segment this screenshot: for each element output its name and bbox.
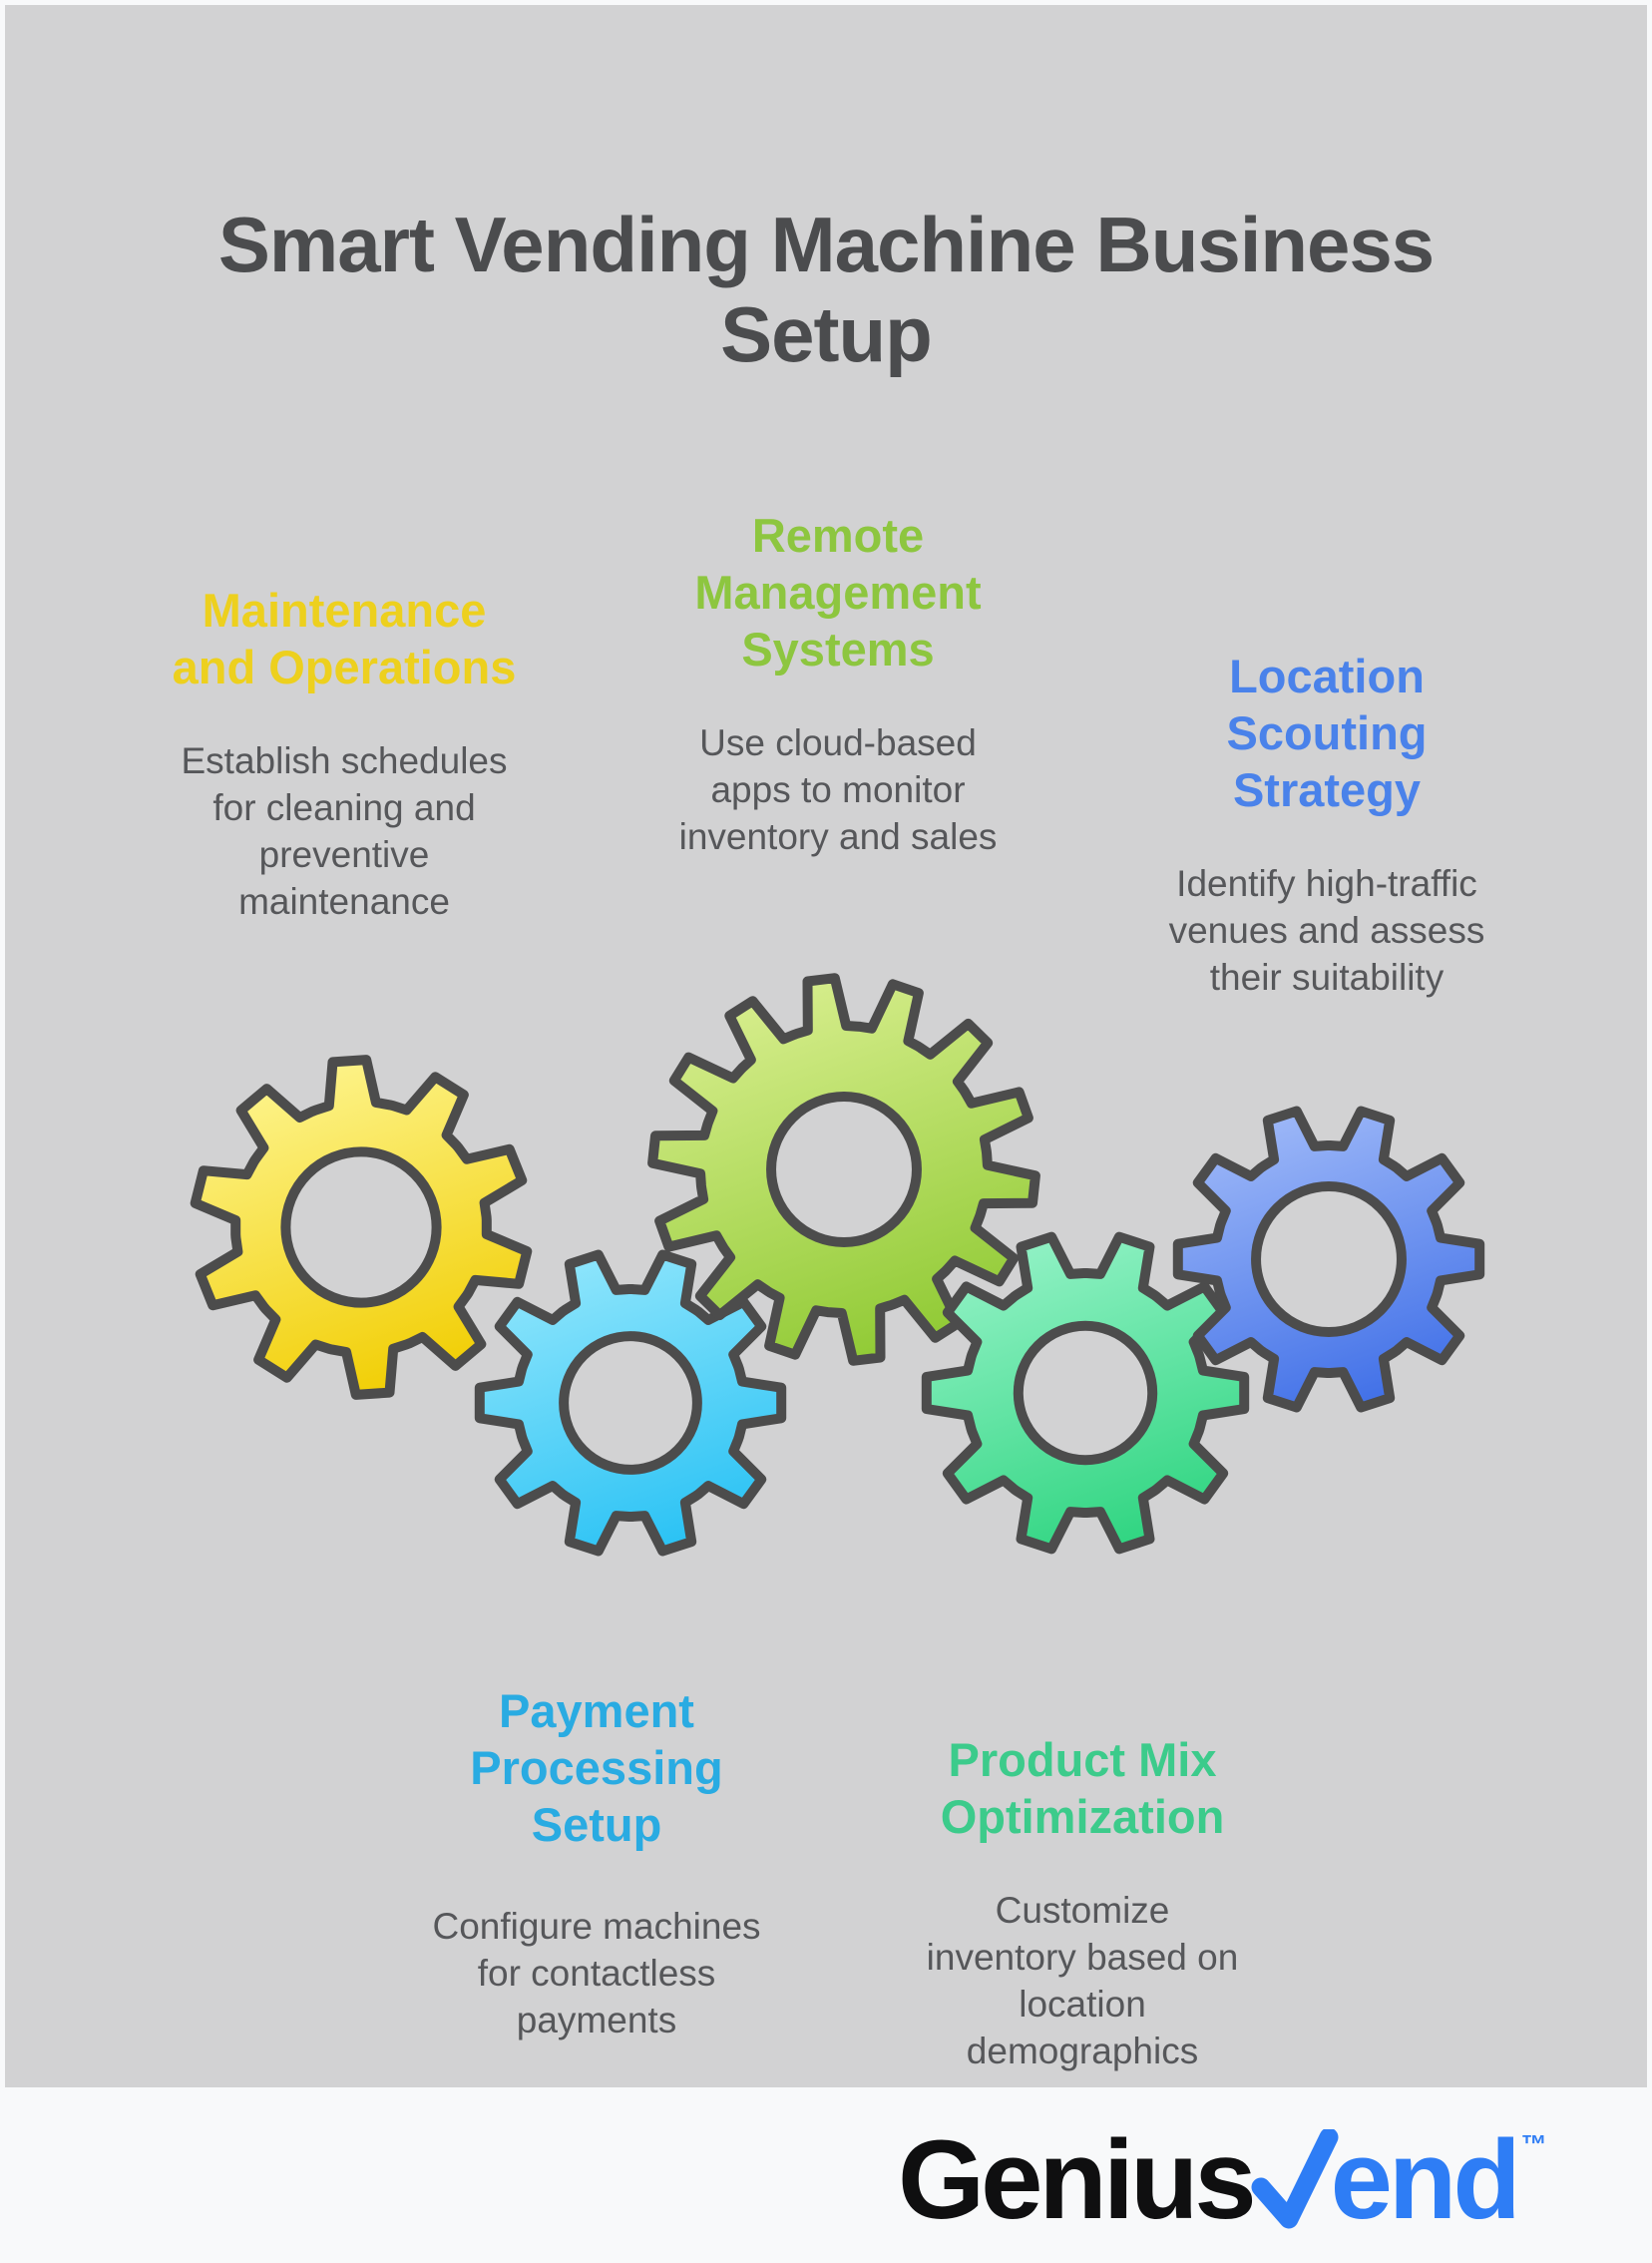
- body-line: demographics: [966, 2031, 1199, 2071]
- body-line: Configure machines: [432, 1906, 761, 1947]
- section-maintenance-and-operations: Maintenance and Operations Establish sch…: [95, 582, 594, 925]
- gear-cyan: [474, 1249, 787, 1557]
- body-line: payments: [516, 2000, 677, 2040]
- body-line: Establish schedules: [181, 740, 508, 781]
- body-line: Identify high-traffic: [1176, 863, 1477, 904]
- product-body: Customize inventory based on location de…: [833, 1887, 1332, 2074]
- gear-green: [647, 973, 1040, 1366]
- heading-line: Setup: [531, 1798, 662, 1851]
- body-line: maintenance: [238, 881, 450, 922]
- logo-genius-text: Genius: [898, 2117, 1257, 2242]
- heading-line: Location: [1229, 650, 1425, 702]
- section-payment-processing-setup: Payment Processing Setup Configure machi…: [347, 1682, 846, 2043]
- maintenance-heading: Maintenance and Operations: [95, 582, 594, 695]
- remote-body: Use cloud-based apps to monitor inventor…: [589, 719, 1087, 860]
- location-heading: Location Scouting Strategy: [1077, 648, 1576, 818]
- heading-line: Optimization: [940, 1790, 1225, 1843]
- maintenance-body: Establish schedules for cleaning and pre…: [95, 737, 594, 925]
- body-line: venues and assess: [1168, 910, 1485, 951]
- payment-body: Configure machines for contactless payme…: [347, 1903, 846, 2043]
- heading-line: Strategy: [1232, 763, 1422, 816]
- body-line: location: [1019, 1984, 1146, 2025]
- location-body: Identify high-traffic venues and assess …: [1077, 860, 1576, 1001]
- logo-trademark: ™: [1520, 2129, 1547, 2159]
- heading-line: Remote: [751, 509, 925, 562]
- heading-line: Management: [694, 566, 982, 619]
- section-remote-management-systems: Remote Management Systems Use cloud-base…: [589, 507, 1087, 860]
- gear-yellow: [190, 1055, 533, 1400]
- heading-line: Payment: [499, 1684, 694, 1737]
- heading-line: and Operations: [172, 641, 517, 693]
- title-line-2: Setup: [720, 290, 933, 379]
- heading-line: Systems: [741, 623, 935, 676]
- body-line: their suitability: [1209, 957, 1445, 998]
- body-line: preventive: [258, 834, 430, 875]
- remote-heading: Remote Management Systems: [589, 507, 1087, 678]
- body-line: inventory and sales: [678, 816, 998, 857]
- payment-heading: Payment Processing Setup: [347, 1682, 846, 1853]
- body-line: inventory based on: [926, 1937, 1239, 1978]
- checkmark-path: [1251, 2128, 1339, 2229]
- body-line: apps to monitor: [710, 769, 966, 810]
- gear-blue: [1172, 1106, 1485, 1413]
- section-product-mix-optimization: Product Mix Optimization Customize inven…: [833, 1731, 1332, 2074]
- section-location-scouting-strategy: Location Scouting Strategy Identify high…: [1077, 648, 1576, 1001]
- heading-line: Scouting: [1226, 706, 1428, 759]
- logo-checkmark-icon: [1251, 2128, 1339, 2229]
- gear-teal: [921, 1231, 1250, 1555]
- body-line: Use cloud-based: [699, 722, 977, 763]
- heading-line: Product Mix: [948, 1733, 1217, 1786]
- product-heading: Product Mix Optimization: [833, 1731, 1332, 1845]
- brand-logo: Genius end ™: [898, 2121, 1547, 2239]
- body-line: for contactless: [477, 1953, 716, 1994]
- heading-line: Processing: [470, 1741, 723, 1794]
- logo-vend-text: end: [1330, 2117, 1521, 2242]
- body-line: Customize: [995, 1890, 1170, 1931]
- heading-line: Maintenance: [202, 584, 487, 637]
- title-line-1: Smart Vending Machine Business: [217, 201, 1435, 288]
- body-line: for cleaning and: [212, 787, 476, 828]
